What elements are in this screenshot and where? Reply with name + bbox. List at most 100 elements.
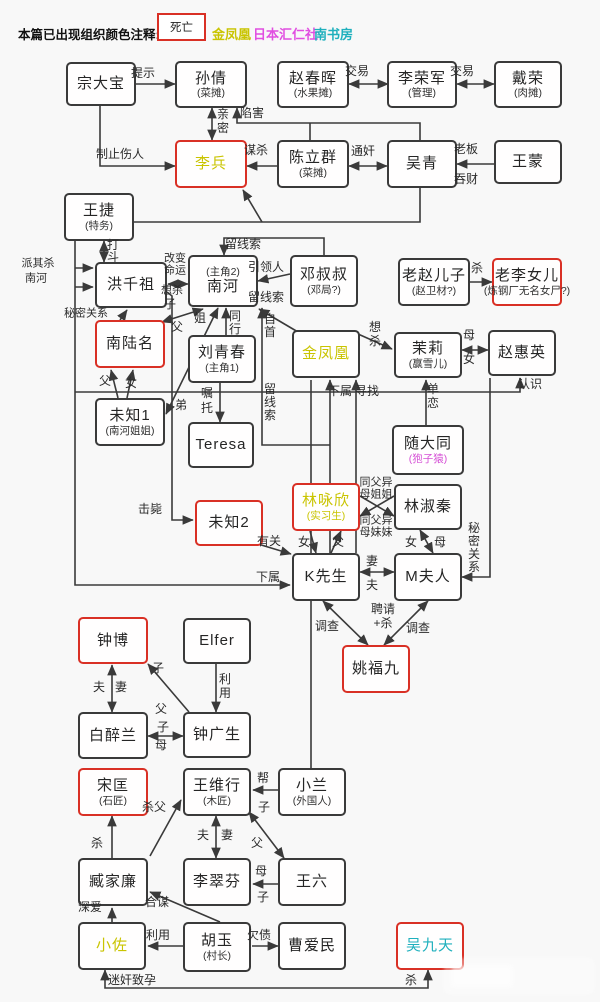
person-subtitle: (赢雪儿) bbox=[408, 357, 448, 370]
person-node: Elfer bbox=[183, 618, 251, 664]
relationship-label: 母 bbox=[154, 738, 168, 752]
person-name: 王捷 bbox=[82, 202, 115, 220]
relationship-label: 同父异 bbox=[359, 476, 393, 489]
relationship-label: 子 bbox=[256, 890, 270, 904]
person-node: 老李女儿(炼钢厂无名女尸?) bbox=[484, 258, 570, 306]
person-node: 宋匡(石匠) bbox=[78, 768, 148, 816]
person-name: 茉莉 bbox=[411, 340, 444, 358]
person-subtitle: (邓局?) bbox=[307, 283, 341, 296]
person-name: 李翠芬 bbox=[192, 873, 241, 891]
connector-line bbox=[383, 600, 429, 646]
person-name: 王蒙 bbox=[511, 153, 544, 171]
relationship-label: 打 bbox=[106, 238, 120, 252]
relationship-label: 改变 bbox=[164, 252, 186, 265]
connector-line bbox=[219, 237, 325, 256]
person-node: 吴九天 bbox=[396, 922, 464, 970]
person-name: 赵惠英 bbox=[497, 344, 546, 362]
relationship-label: 母妹妹 bbox=[359, 526, 393, 539]
person-name: 小兰 bbox=[295, 777, 328, 795]
relationship-label: 留 bbox=[263, 382, 277, 396]
relationship-label: 陷害 bbox=[239, 106, 265, 120]
person-name: Teresa bbox=[195, 436, 247, 454]
relationship-label: 杀 bbox=[90, 836, 104, 850]
relationship-label: 夫 bbox=[92, 680, 106, 694]
person-subtitle: (特务) bbox=[85, 219, 113, 232]
person-node: 王六 bbox=[278, 858, 346, 906]
relationship-label: 斗 bbox=[106, 250, 120, 264]
relationship-label: 系 bbox=[467, 560, 481, 574]
person-node: 李荣军(管理) bbox=[387, 61, 457, 108]
person-name: 戴荣 bbox=[511, 69, 544, 87]
relationship-label: 密 bbox=[467, 534, 481, 548]
person-name: 洪千祖 bbox=[106, 276, 155, 294]
relationship-label: 制止伤人 bbox=[95, 147, 145, 161]
relationship-label: 子 bbox=[156, 720, 170, 734]
person-name: 臧家廉 bbox=[88, 873, 137, 891]
relationship-label: 父 bbox=[98, 374, 112, 388]
person-name: 胡玉 bbox=[200, 932, 233, 950]
relationship-label: 关 bbox=[467, 547, 481, 561]
relationship-label: 索 bbox=[263, 408, 277, 422]
relationship-label: 命运 bbox=[164, 264, 186, 277]
relationship-label: 老板 bbox=[453, 142, 479, 156]
person-node: 胡玉(村长) bbox=[183, 922, 251, 972]
person-node: 洪千祖 bbox=[95, 262, 167, 308]
watermark bbox=[444, 958, 594, 994]
relationship-label: 杀 bbox=[404, 973, 418, 987]
person-subtitle: (实习生) bbox=[306, 509, 346, 522]
relationship-label: 引领人 bbox=[247, 260, 285, 274]
relationship-label: 母 bbox=[254, 864, 268, 878]
relationship-label: 行 bbox=[228, 322, 242, 336]
relationship-label: 交易 bbox=[344, 64, 370, 78]
relationship-label: 托 bbox=[200, 401, 214, 415]
person-name: 王维行 bbox=[192, 777, 241, 795]
person-name: 李兵 bbox=[194, 155, 227, 173]
relationship-label: 寻找 bbox=[354, 384, 380, 398]
relationship-label: 帮 bbox=[256, 771, 270, 785]
person-node: 吴青 bbox=[387, 140, 457, 188]
connector-line bbox=[257, 543, 292, 556]
legend: 本篇已出现组织颜色注释: 死亡 金凤凰日本汇仁社南书房 bbox=[0, 0, 600, 52]
relationship-label: 击毙 bbox=[137, 502, 163, 516]
relationship-label: 母姐姐 bbox=[359, 488, 393, 501]
person-node: 孙倩(菜摊) bbox=[175, 61, 247, 108]
relationship-label: 线 bbox=[263, 395, 277, 409]
person-name: 小佐 bbox=[95, 937, 128, 955]
relationship-label: 杀父 bbox=[141, 800, 167, 814]
connector-line bbox=[147, 663, 190, 713]
person-node: 李翠芬 bbox=[183, 858, 251, 906]
relationship-label: 夫 bbox=[196, 828, 210, 842]
legend-org-label: 日本汇仁社 bbox=[253, 27, 319, 42]
person-node: 未知1(南河姐姐) bbox=[95, 398, 165, 446]
relationship-label: 自 bbox=[263, 312, 277, 326]
relationship-label: 有关 bbox=[256, 534, 282, 548]
person-node: 小兰(外国人) bbox=[278, 768, 346, 816]
relationship-label: 谋杀 bbox=[243, 143, 269, 157]
connector-line bbox=[308, 530, 318, 554]
person-node: 王捷(特务) bbox=[64, 193, 134, 241]
relationship-label: 父 bbox=[250, 836, 264, 850]
connector-line bbox=[108, 369, 119, 399]
connector-line bbox=[242, 189, 263, 223]
person-name: 老李女儿 bbox=[494, 267, 559, 285]
person-name: 刘青春 bbox=[197, 344, 246, 362]
relationship-label: 夫 bbox=[365, 578, 379, 592]
connector-line bbox=[149, 799, 182, 857]
person-name: 未知1 bbox=[109, 407, 151, 425]
person-subtitle: (菜摊) bbox=[299, 166, 327, 179]
person-name: 赵春晖 bbox=[288, 69, 337, 87]
person-subtitle: (主角1) bbox=[205, 361, 239, 374]
relationship-label: 想 bbox=[368, 320, 382, 334]
relationship-label: 调查 bbox=[314, 619, 340, 633]
person-node: 臧家廉 bbox=[78, 858, 148, 906]
person-node: Teresa bbox=[188, 422, 254, 468]
relationship-label: 恋 bbox=[426, 396, 440, 410]
person-node: 姚福九 bbox=[342, 645, 410, 693]
person-node: 钟博 bbox=[78, 617, 148, 664]
person-node: 小佐 bbox=[78, 922, 146, 970]
relationship-label: 利 bbox=[218, 672, 232, 686]
relationship-label: 同父异 bbox=[359, 514, 393, 527]
relationship-label: 通奸 bbox=[350, 144, 376, 158]
person-name: 随大同 bbox=[403, 435, 452, 453]
